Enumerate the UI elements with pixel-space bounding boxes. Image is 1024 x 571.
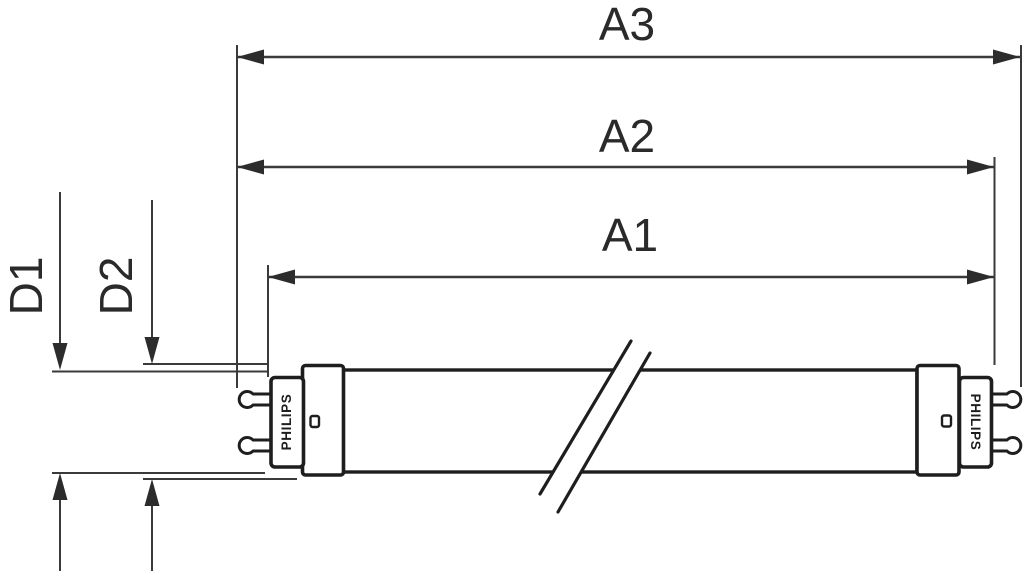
- extension-lines: [236, 45, 1022, 388]
- break-line-right: [556, 351, 652, 514]
- left-end-ring: [300, 363, 346, 477]
- break-gap-mask: [540, 341, 650, 512]
- d2-dimension-label: D2: [90, 256, 142, 316]
- d2-arrowhead-up-icon: [144, 479, 160, 506]
- a2-arrowhead-left-icon: [237, 159, 264, 175]
- break-line-left: [538, 339, 633, 496]
- left-pin-bottom: [237, 436, 274, 455]
- d1-arrowhead-down-icon: [52, 343, 68, 370]
- led-tube: [237, 339, 1023, 514]
- d1-arrowhead-up-icon: [52, 473, 68, 500]
- left-pin-top: [237, 390, 274, 409]
- a2-dimension-label: A2: [598, 110, 656, 162]
- left-end-cap: [269, 375, 306, 469]
- left-cap-brand-label: PHILIPS: [279, 393, 294, 451]
- a2-arrowhead-right-icon: [967, 159, 994, 175]
- diameter-reference-lines: [52, 363, 297, 480]
- right-pin-top: [988, 390, 1023, 409]
- right-ring-vent-mark-icon: [940, 414, 953, 428]
- a1-arrowhead-right-icon: [967, 269, 994, 285]
- a3-dimension: [237, 49, 1020, 65]
- d1-dimension: [52, 192, 68, 571]
- left-ring-vent-mark-icon: [309, 414, 321, 429]
- right-pin-bottom: [988, 436, 1023, 455]
- a1-dimension: [268, 269, 994, 285]
- right-cap-brand-label: PHILIPS: [968, 393, 983, 451]
- a3-arrowhead-left-icon: [237, 49, 264, 65]
- a3-dimension-label: A3: [598, 0, 656, 50]
- right-end-cap: [957, 375, 994, 469]
- a1-arrowhead-left-icon: [268, 269, 295, 285]
- a1-dimension-label: A1: [601, 209, 659, 261]
- d1-dimension-label: D1: [0, 256, 52, 316]
- right-end-ring: [915, 363, 961, 477]
- d2-arrowhead-down-icon: [144, 337, 160, 364]
- a2-dimension: [237, 159, 994, 175]
- d2-dimension: [144, 200, 160, 571]
- a3-arrowhead-right-icon: [993, 49, 1020, 65]
